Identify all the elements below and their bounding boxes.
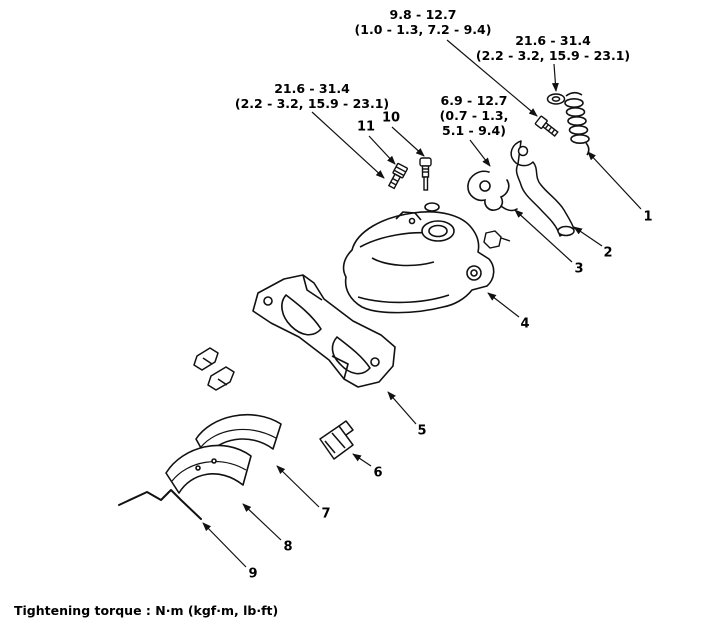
tightening-torque-note: Tightening torque : N·m (kgf·m, lb·ft) [14,603,279,618]
torque-value-nm: 6.9 - 12.7 [440,93,508,108]
pad-shim-drawing [319,420,354,460]
pad-spring-wire-drawing [118,489,202,520]
guide-rod-bolt-drawing [387,162,408,190]
torque-value-alt2: 5.1 - 9.4) [442,123,506,138]
callout-10: 10 [381,110,401,126]
callout-4: 4 [520,316,530,332]
callout-2: 2 [603,245,613,261]
torque-value-alt: (0.7 - 1.3, [439,108,509,123]
callout-1: 1 [643,209,653,225]
washer-drawing [546,93,566,105]
return-spring-drawing [564,91,590,156]
spring-clip-drawing [467,170,518,212]
callout-3: 3 [574,261,584,277]
torque-label-mid: 6.9 - 12.7 (0.7 - 1.3, 5.1 - 9.4) [440,93,509,138]
callout-5: 5 [417,423,427,439]
torque-value-nm: 9.8 - 12.7 [389,7,457,22]
parking-brake-lever-drawing [510,140,575,237]
torque-value-nm: 21.6 - 31.4 [274,81,350,96]
callout-11: 11 [356,119,376,135]
bleeder-screw-drawing [419,157,432,191]
callout-6: 6 [373,465,383,481]
caliper-guide-bolt-drawing [483,230,511,249]
callout-7: 7 [321,506,331,522]
torque-label-top: 9.8 - 12.7 (1.0 - 1.3, 7.2 - 9.4) [355,7,492,37]
caliper-body-drawing [342,202,495,314]
torque-value-alt: (2.2 - 3.2, 15.9 - 23.1) [234,96,390,111]
callout-9: 9 [248,566,258,582]
caliper-carrier-drawing [252,274,396,388]
lock-bolt-drawing [534,115,559,137]
torque-value-nm: 21.6 - 31.4 [515,33,591,48]
brake-pad-inner-drawing [165,444,252,494]
torque-value-alt: (2.2 - 3.2, 15.9 - 23.1) [475,48,631,63]
torque-label-right: 21.6 - 31.4 (2.2 - 3.2, 15.9 - 23.1) [476,33,630,63]
torque-value-alt: (1.0 - 1.3, 7.2 - 9.4) [354,22,492,37]
pad-retainer-clips-drawing [193,347,235,391]
leader-lines [202,39,642,568]
torque-label-left: 21.6 - 31.4 (2.2 - 3.2, 15.9 - 23.1) [235,81,389,111]
callout-8: 8 [283,539,293,555]
